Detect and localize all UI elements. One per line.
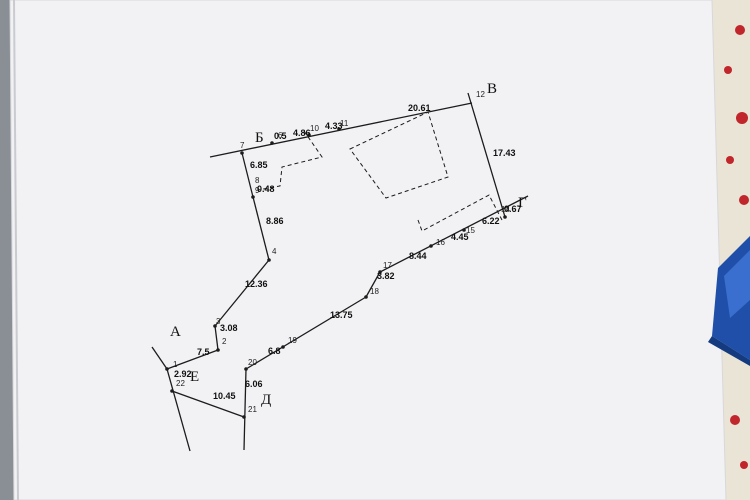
segment-length: 0.67 (504, 204, 522, 214)
letter-V: В (487, 81, 497, 97)
point-number: 9 (255, 186, 260, 195)
segment-length: 6.85 (250, 160, 268, 170)
segment-length: 4.86 (293, 128, 311, 138)
building-square (349, 111, 449, 199)
edge-1-22-down (166, 368, 191, 452)
tablecloth-pattern (724, 25, 749, 469)
segment-length: 10.45 (213, 391, 236, 401)
segment-length: 0.48 (257, 184, 275, 194)
point-number: 15 (466, 226, 475, 235)
segment-length: 7.5 (197, 347, 210, 357)
segment-length: 6.8 (268, 346, 281, 356)
point-number: 1 (173, 360, 178, 369)
edge-2-3 (214, 325, 219, 351)
point-number: 21 (248, 405, 257, 414)
segment-length: 13.75 (330, 310, 353, 320)
letter-A: А (170, 324, 181, 340)
point-number: 20 (248, 358, 257, 367)
segment-length: 4.33 (325, 121, 343, 131)
segment-length: 17.43 (493, 148, 516, 158)
point-number: 2 (222, 337, 227, 346)
segment-length: 6.06 (245, 379, 263, 389)
building-annex (417, 194, 503, 232)
segment-length: 8.44 (409, 251, 427, 261)
edge-4-9 (252, 196, 270, 261)
building-outlines (257, 111, 503, 232)
building-strip (257, 130, 323, 191)
edge-17-18 (365, 271, 381, 298)
segment-length: 4.45 (451, 232, 469, 242)
point-number: 10 (310, 124, 319, 133)
segment-length: 3.08 (220, 323, 238, 333)
point-number: 11 (340, 119, 349, 128)
edge-1-2 (166, 349, 219, 370)
paper-sheet (9, 0, 727, 500)
point-markers (165, 127, 507, 419)
segment-length: 0.5 (274, 131, 287, 141)
segment-length: 3.82 (377, 271, 395, 281)
point-number: 4 (272, 247, 277, 256)
segment-length: 8.86 (266, 216, 284, 226)
paper-left-edge (13, 0, 19, 500)
binder-clip (708, 236, 750, 366)
edge-9-7 (241, 152, 254, 198)
segment-length: 12.36 (245, 279, 268, 289)
edge-22-21 (171, 390, 245, 418)
edge-3-4 (214, 259, 270, 327)
edge-18-20 (245, 296, 367, 370)
point-number: 17 (383, 261, 392, 270)
point-number: 22 (176, 379, 185, 388)
point-number: 3 (216, 317, 221, 326)
letter-D: Д (261, 392, 271, 408)
boundary-lines (151, 92, 529, 452)
point-number: 19 (288, 336, 297, 345)
edge-20-21 (243, 368, 247, 451)
point-number: 7 (240, 141, 245, 150)
edge-1-extension (151, 346, 168, 370)
letter-E: Е (190, 369, 199, 385)
segment-length: 6.22 (482, 216, 500, 226)
point-number: 18 (370, 287, 379, 296)
letter-B: Б (255, 130, 264, 146)
letter-G: Г (518, 195, 527, 211)
point-number: 16 (436, 238, 445, 247)
edge-V-G (467, 92, 506, 218)
edge-G-17 (379, 195, 529, 273)
point-number: 6 (278, 131, 283, 140)
point-number: 8 (255, 176, 260, 185)
point-number: 12 (476, 90, 485, 99)
segment-length: 20.61 (408, 103, 431, 113)
segment-length: 2.92 (174, 369, 192, 379)
point-number: 14 (501, 205, 510, 214)
